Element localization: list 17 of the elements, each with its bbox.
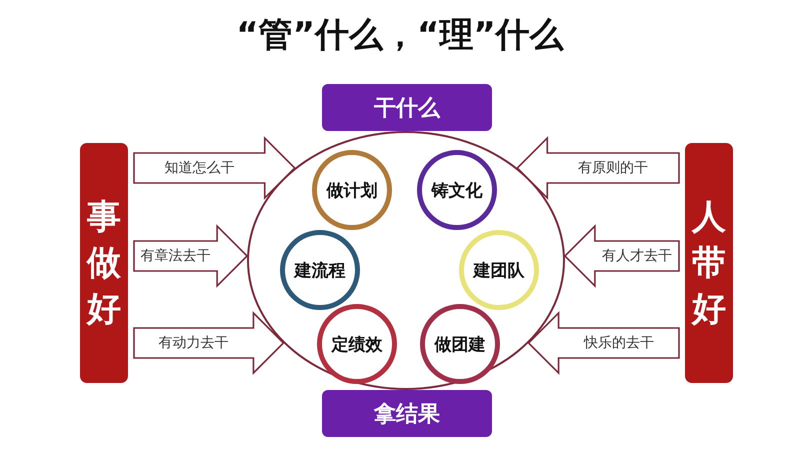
- edge-label: 有人才去干: [600, 247, 674, 265]
- goal-circle: 定绩效: [317, 304, 397, 384]
- edge-label: 快乐的去干: [582, 334, 656, 352]
- edge-label: 知道怎么干: [162, 159, 236, 177]
- heading-tab: 拿结果: [322, 390, 492, 437]
- side-banner: 人带好: [685, 143, 733, 383]
- goal-circle: 建团队: [459, 230, 539, 310]
- side-banner: 事做好: [80, 143, 128, 383]
- goal-circle: 做团建: [420, 304, 500, 384]
- title: “管”什么，“理”什么: [236, 14, 564, 57]
- heading-tab: 干什么: [322, 84, 492, 131]
- edge-label: 有原则的干: [576, 159, 650, 177]
- edge-label: 有章法去干: [138, 247, 213, 265]
- goal-circle: 铸文化: [417, 150, 497, 230]
- goal-circle: 建流程: [280, 230, 360, 310]
- edge-label: 有动力去干: [156, 334, 231, 352]
- goal-circle: 做计划: [312, 150, 392, 230]
